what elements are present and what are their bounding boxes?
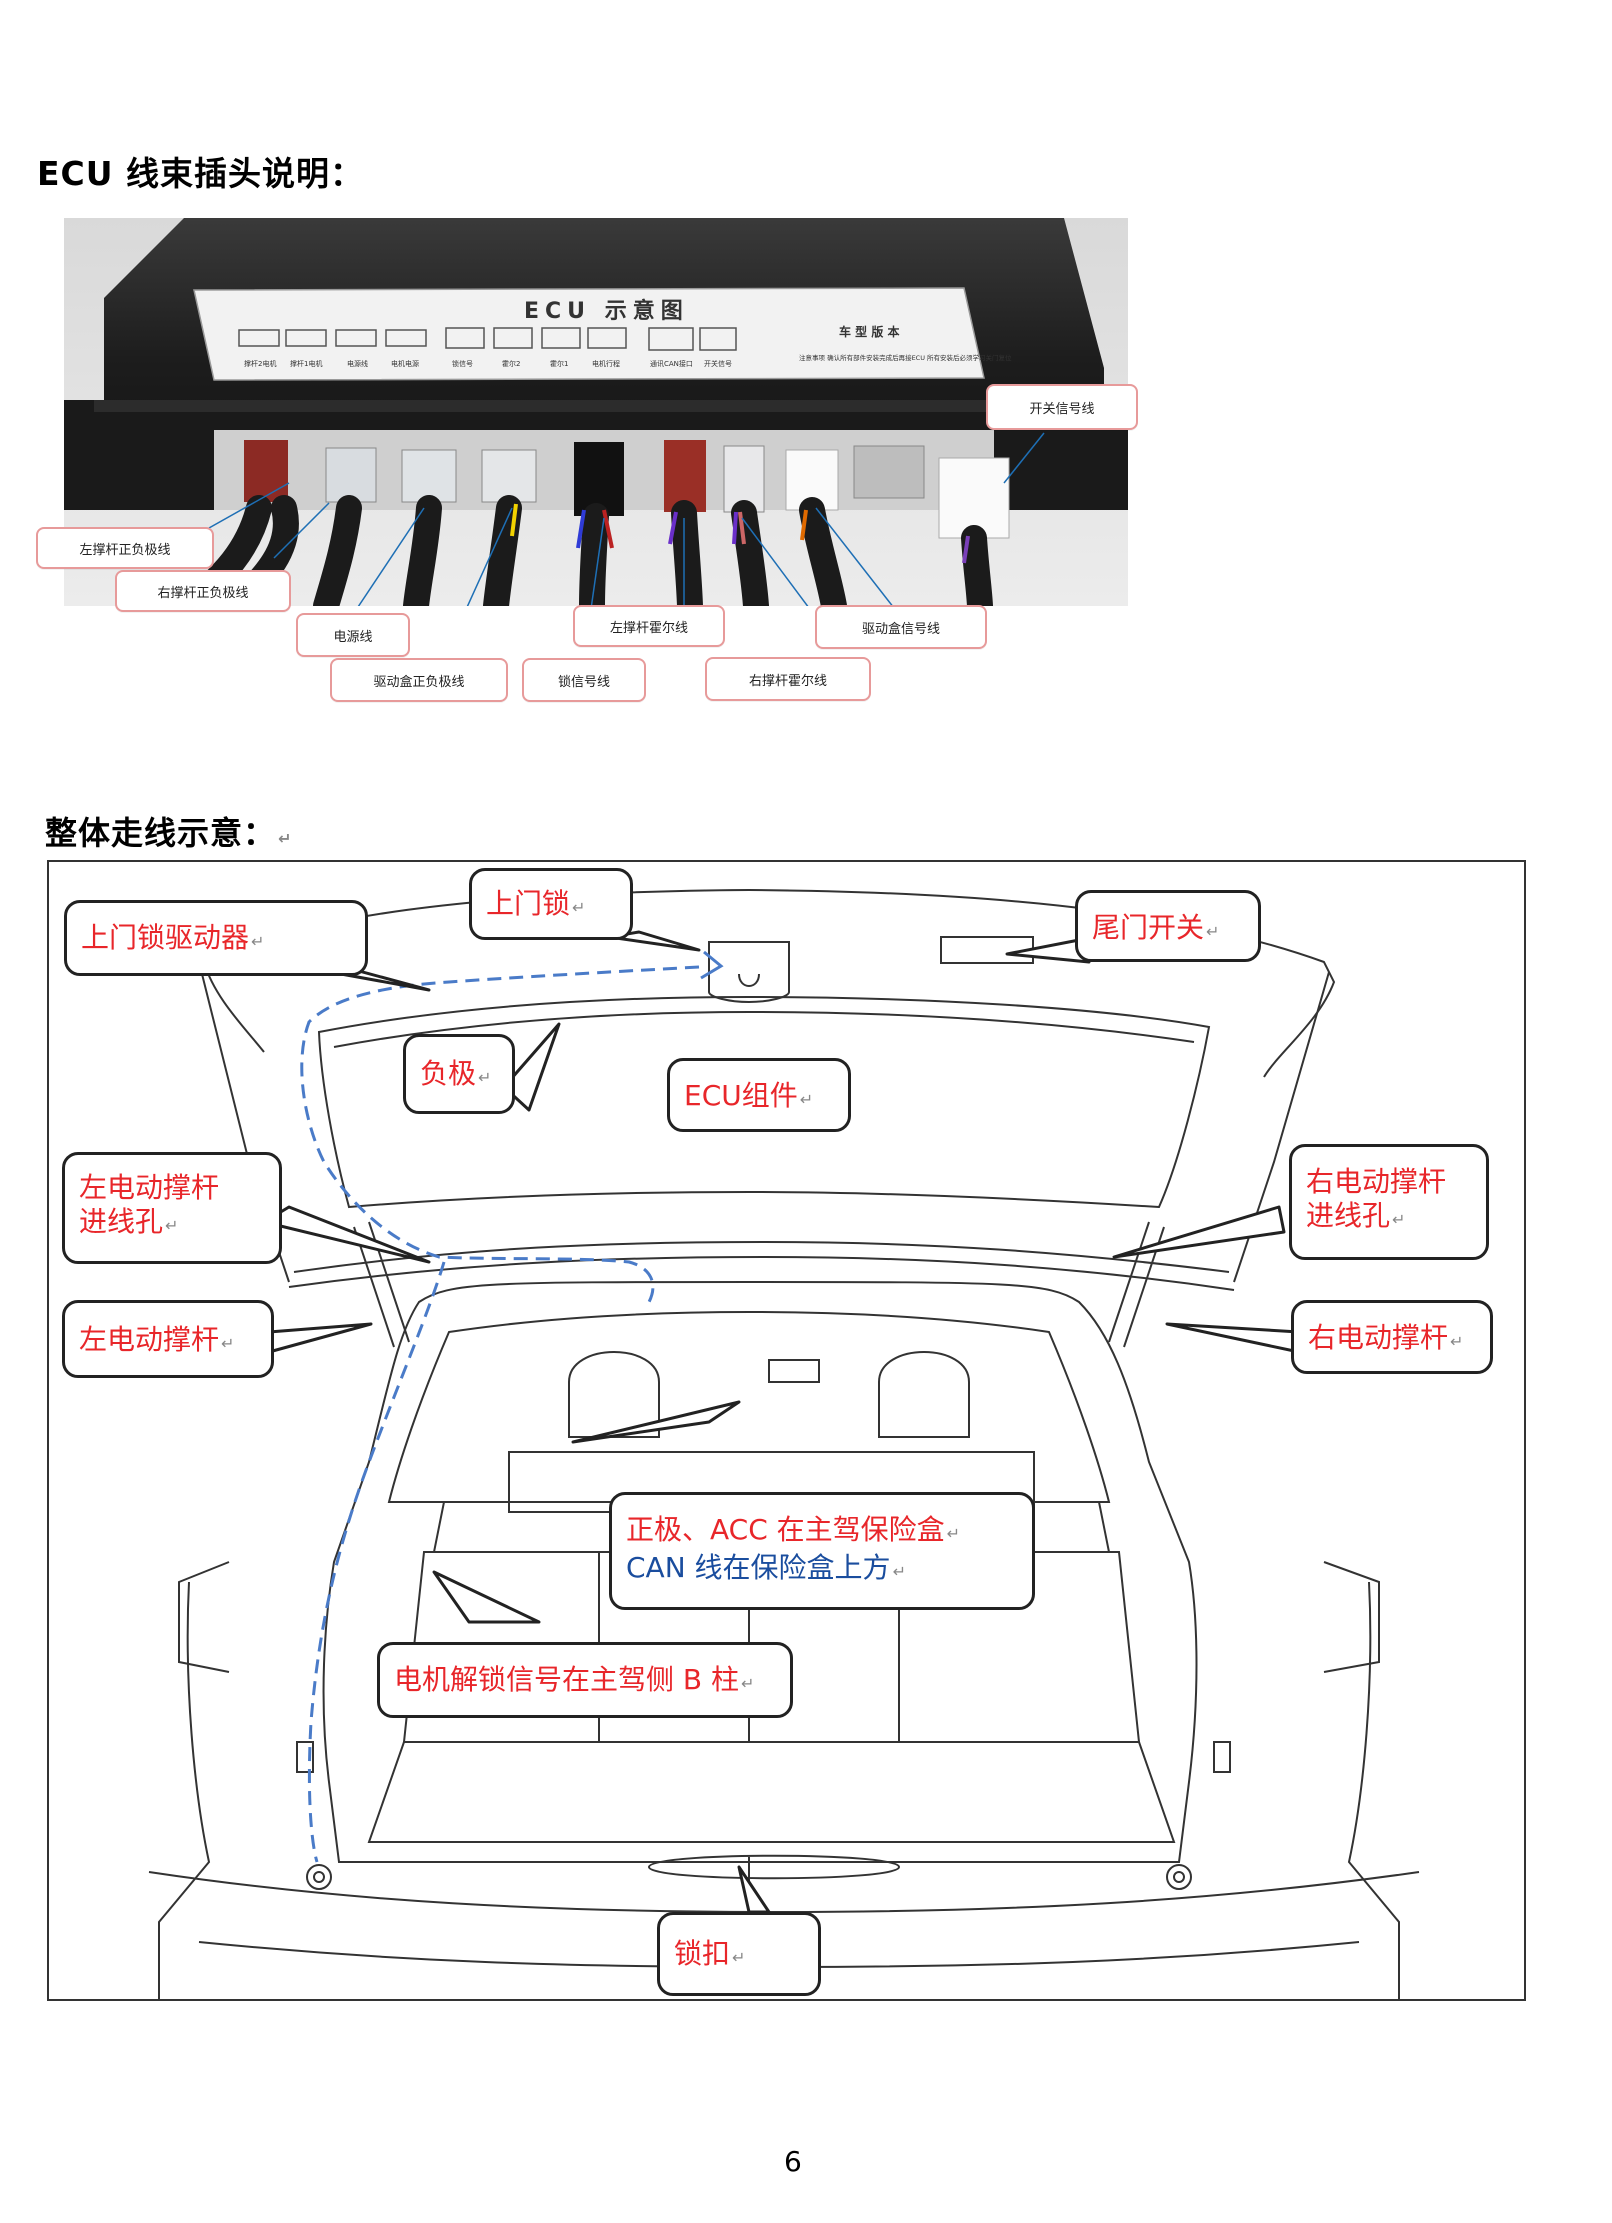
ecu-photo: ECU 示意图 车 型 版 本 撑杆2电机 撑杆1电机 电源线 电机电源 锁信号… bbox=[64, 218, 1128, 606]
return-mark: ↵ bbox=[946, 1524, 961, 1543]
ecu-connector-label: 霍尔2 bbox=[502, 359, 520, 368]
label-drive-box-power: 驱动盒正负极线 bbox=[330, 658, 508, 702]
ecu-connector-label: 撑杆1电机 bbox=[290, 359, 322, 368]
return-mark: ↵ bbox=[799, 1090, 814, 1109]
callout-upper-lock: 上门锁↵ bbox=[469, 868, 633, 940]
section-title-text: 整体走线示意： bbox=[45, 814, 277, 852]
return-mark: ↵ bbox=[478, 1068, 492, 1087]
label-left-strut-power: 左撑杆正负极线 bbox=[36, 527, 214, 569]
label-right-strut-power: 右撑杆正负极线 bbox=[115, 570, 291, 612]
callout-text: 锁扣 bbox=[674, 1937, 731, 1970]
callout-ecu-unit: ECU组件↵ bbox=[667, 1058, 851, 1132]
callout-positive-acc: 正极、ACC 在主驾保险盒↵ CAN 线在保险盒上方↵ bbox=[609, 1492, 1035, 1610]
label-lock-signal: 锁信号线 bbox=[522, 658, 646, 702]
ecu-illustration: ECU 示意图 车 型 版 本 撑杆2电机 撑杆1电机 电源线 电机电源 锁信号… bbox=[64, 218, 1128, 606]
callout-text: 右电动撑杆 bbox=[1308, 1321, 1449, 1354]
callout-text: 尾门开关 bbox=[1092, 911, 1205, 944]
page-number: 6 bbox=[784, 2145, 802, 2178]
callout-text: 电机解锁信号在主驾侧 B 柱 bbox=[394, 1663, 740, 1696]
return-mark: ↵ bbox=[278, 829, 293, 848]
label-drive-box-signal: 驱动盒信号线 bbox=[815, 605, 987, 649]
return-mark: ↵ bbox=[221, 1334, 235, 1353]
callout-text: 上门锁 bbox=[486, 887, 571, 920]
callout-text: 正极、ACC 在主驾保险盒 bbox=[626, 1513, 945, 1546]
callout-text: 进线孔 bbox=[1306, 1199, 1391, 1232]
callout-text: 进线孔 bbox=[79, 1205, 164, 1238]
callout-text: 左电动撑杆 bbox=[79, 1171, 220, 1204]
callout-motor-unlock: 电机解锁信号在主驾侧 B 柱↵ bbox=[377, 1642, 793, 1718]
callout-left-strut-hole: 左电动撑杆 进线孔↵ bbox=[62, 1152, 282, 1264]
label-right-hall: 右撑杆霍尔线 bbox=[705, 657, 871, 701]
ecu-connector-label: 电机电源 bbox=[391, 359, 419, 368]
ecu-connector-label: 霍尔1 bbox=[550, 359, 568, 368]
ecu-connector-label: 开关信号 bbox=[704, 359, 732, 368]
return-mark: ↵ bbox=[1450, 1332, 1464, 1351]
ecu-notes: 注意事项 确认所有部件安装完成后再接ECU 所有安装后必须学习关门复位 bbox=[799, 353, 1012, 362]
callout-upper-lock-driver: 上门锁驱动器↵ bbox=[64, 900, 368, 976]
return-mark: ↵ bbox=[1206, 922, 1220, 941]
callout-text: 负极 bbox=[420, 1057, 477, 1090]
ecu-connector-label: 通讯CAN接口 bbox=[650, 359, 693, 368]
label-power-line: 电源线 bbox=[296, 613, 410, 657]
ecu-connector-label: 电源线 bbox=[347, 359, 368, 368]
callout-negative: 负极↵ bbox=[403, 1034, 515, 1114]
ecu-connector-label: 电机行程 bbox=[592, 359, 620, 368]
return-mark: ↵ bbox=[572, 898, 586, 917]
callout-right-strut: 右电动撑杆↵ bbox=[1291, 1300, 1493, 1374]
label-left-hall: 左撑杆霍尔线 bbox=[573, 605, 725, 647]
callout-text-blue: CAN 线在保险盒上方 bbox=[626, 1551, 891, 1584]
tailgate-line-drawing bbox=[148, 888, 1420, 1999]
ecu-connector-label: 撑杆2电机 bbox=[244, 359, 276, 368]
return-mark: ↵ bbox=[1392, 1210, 1406, 1229]
callout-text: ECU组件 bbox=[684, 1079, 798, 1112]
callout-right-strut-hole: 右电动撑杆 进线孔↵ bbox=[1289, 1144, 1489, 1260]
ecu-connector-label: 锁信号 bbox=[452, 359, 473, 368]
callout-latch: 锁扣↵ bbox=[657, 1912, 821, 1996]
ecu-panel-title: ECU 示意图 bbox=[524, 298, 689, 324]
return-mark: ↵ bbox=[892, 1562, 906, 1581]
return-mark: ↵ bbox=[165, 1216, 179, 1235]
section-title-wiring: 整体走线示意：↵ bbox=[45, 808, 292, 854]
callout-left-strut: 左电动撑杆↵ bbox=[62, 1300, 274, 1378]
section-title-ecu: ECU 线束插头说明： bbox=[37, 154, 365, 193]
wiring-diagram: 上门锁驱动器↵ 上门锁↵ 尾门开关↵ 负极↵ ECU组件↵ 左电动撑杆 进线孔↵… bbox=[47, 860, 1526, 2001]
label-switch-signal: 开关信号线 bbox=[986, 384, 1138, 430]
callout-text: 右电动撑杆 bbox=[1306, 1165, 1447, 1198]
callout-tail-switch: 尾门开关↵ bbox=[1075, 890, 1261, 962]
return-mark: ↵ bbox=[732, 1948, 746, 1967]
return-mark: ↵ bbox=[251, 932, 265, 951]
callout-text: 左电动撑杆 bbox=[79, 1323, 220, 1356]
return-mark: ↵ bbox=[741, 1674, 755, 1693]
callout-text: 上门锁驱动器 bbox=[81, 921, 250, 954]
ecu-version-label: 车 型 版 本 bbox=[839, 324, 900, 339]
